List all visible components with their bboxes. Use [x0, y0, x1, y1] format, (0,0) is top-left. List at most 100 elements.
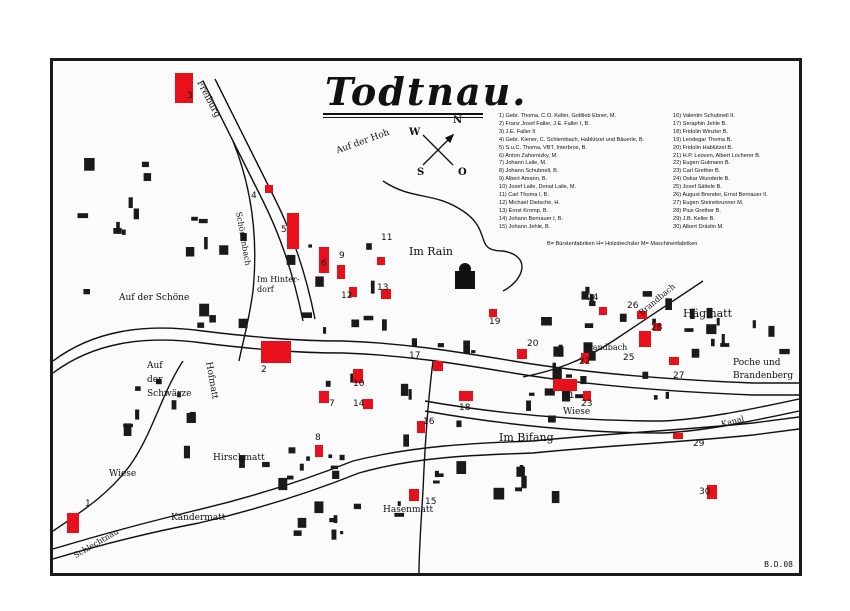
building [720, 343, 730, 347]
building [340, 531, 344, 535]
building [293, 530, 302, 536]
label-im-bifang: Im Bifang [499, 431, 554, 444]
building [315, 276, 324, 287]
factory-number: 12 [341, 291, 353, 301]
building [456, 461, 467, 474]
road-auf-der-hoh [382, 180, 523, 292]
building [411, 338, 417, 347]
building [433, 480, 440, 484]
building [204, 237, 208, 250]
building [329, 518, 338, 523]
building [262, 461, 270, 468]
factory-marker [409, 489, 419, 501]
factory-number: 23 [581, 399, 593, 409]
building [299, 463, 304, 471]
legend-entry: 3) J.E. Faller II [499, 128, 536, 135]
stream-schoenenbach [232, 140, 256, 362]
label-im-rain: Im Rain [409, 245, 453, 258]
building [306, 456, 310, 461]
road-south [418, 360, 434, 573]
church [455, 271, 475, 289]
legend-entry: 2) Franz Josef Faller, J.E. Faller I, B. [499, 120, 590, 127]
building [665, 391, 669, 399]
factory-number: 6 [321, 259, 327, 269]
title-underline [323, 113, 483, 115]
factory-marker [581, 353, 589, 363]
label-wiese-right: Wiese [563, 407, 591, 417]
label-poche-brandenberg: Poche und Brandenberg [733, 358, 794, 381]
legend-entry: 15) Johann Jehle, B. [499, 223, 551, 230]
river-wiese-bank [53, 428, 799, 560]
compass-w: W [409, 127, 421, 138]
factory-marker [599, 307, 607, 315]
building [779, 348, 790, 355]
building [351, 319, 360, 328]
factory-number: 29 [693, 439, 705, 449]
legend-entry: 20) Fridolin Hablützel B. [673, 144, 733, 151]
compass-s: S [417, 167, 425, 178]
factory-marker [583, 391, 591, 401]
map-frame: Todtnau. N O S W 1) Gebr. Thoma, C.O. Ke… [50, 58, 802, 576]
factory-marker [639, 331, 651, 347]
building [526, 400, 531, 411]
building [191, 216, 198, 221]
label-hasenmatt: Hasenmatt [383, 505, 434, 515]
label-haegmatt: Hägmatt [683, 307, 733, 320]
building [339, 454, 345, 461]
factory-marker [337, 265, 345, 279]
building [690, 308, 695, 319]
stream-brandbach [522, 280, 704, 378]
building [116, 221, 120, 234]
factory-marker [353, 369, 363, 383]
building [521, 475, 527, 489]
legend-entry: 9) Albert Amann, B. [499, 176, 548, 183]
building [143, 173, 152, 181]
building [301, 312, 312, 318]
building [585, 350, 596, 361]
building [684, 328, 694, 332]
building-blocks [77, 158, 790, 540]
factory-marker [381, 289, 391, 299]
building [721, 334, 725, 345]
building [177, 392, 181, 398]
building [240, 233, 247, 241]
factory-marker [669, 357, 679, 365]
building [382, 319, 387, 331]
factory-marker [489, 309, 497, 317]
building [323, 327, 327, 334]
building [565, 374, 572, 378]
building [434, 470, 439, 478]
building [515, 487, 522, 492]
building [516, 466, 525, 477]
factory-marker [417, 421, 425, 433]
legend-entry: 19) Leodegar Thoma B. [673, 136, 732, 143]
legend-entry: 28) Pius Grether B. [673, 207, 721, 214]
building [752, 320, 756, 329]
building [652, 318, 656, 326]
building [135, 409, 140, 420]
factory-number: 14 [353, 399, 365, 409]
legend-entry: 25) Josef Sättele B. [673, 184, 722, 191]
road-schlechtnau [53, 360, 184, 532]
building [199, 303, 210, 317]
legend-entry: 7) Johann Laile, M. [499, 160, 547, 167]
building [198, 218, 208, 224]
factory-marker [553, 379, 577, 391]
legend-entry: 24) Oskar Wunderle B. [673, 176, 730, 183]
legend-entry: 14) Johann Bernauer I, B. [499, 215, 564, 222]
building [209, 315, 216, 323]
factory-number: 28 [651, 323, 663, 333]
legend-entry: 16) Valentin Schubnell II. [673, 113, 735, 119]
river-wiese [53, 416, 799, 550]
building [325, 380, 331, 387]
building [287, 475, 294, 480]
building [113, 228, 122, 234]
road-freiburg [202, 80, 304, 322]
main-road-edge [53, 339, 799, 396]
legend-entry: 18) Fridolin Winzler B. [673, 128, 729, 135]
building [155, 378, 162, 385]
building [77, 213, 89, 219]
building [332, 470, 340, 479]
factory-number: 10 [353, 379, 365, 389]
label-wiese-left: Wiese [109, 469, 137, 479]
